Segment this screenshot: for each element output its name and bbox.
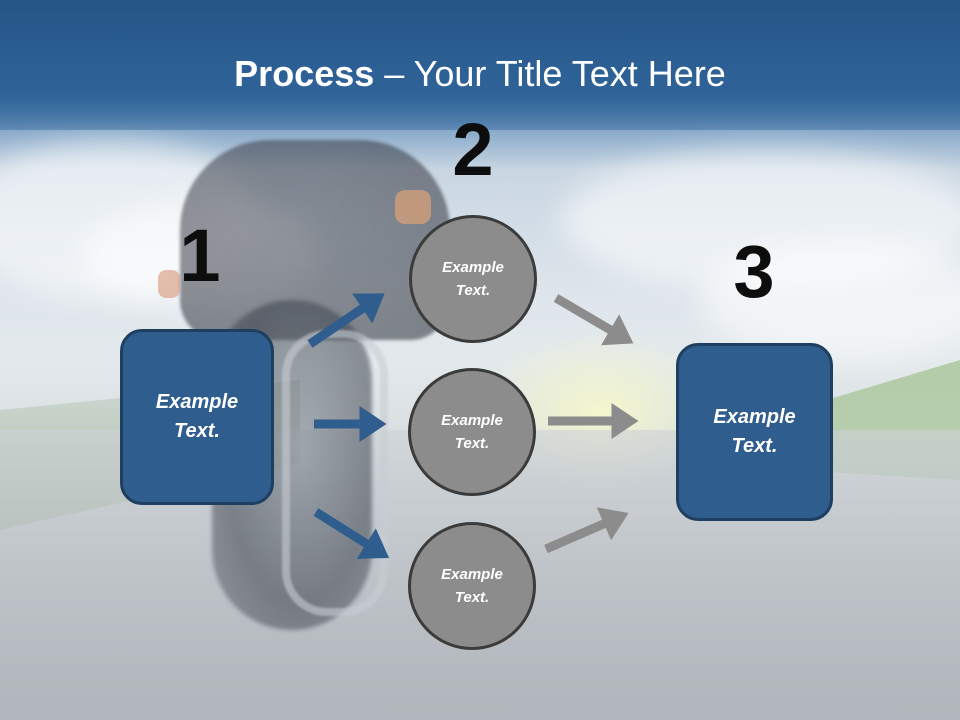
process-circle-middle[interactable]: Example Text. [408, 368, 536, 496]
step-number-1: 1 [179, 214, 221, 297]
arrow-to-top [307, 293, 385, 348]
process-circle-bottom-label: Example Text. [441, 566, 503, 606]
process-box-start-label: Example Text. [155, 391, 239, 442]
process-circle-top[interactable]: Example Text. [409, 215, 537, 343]
step-number-3: 3 [733, 230, 775, 313]
step-number-2: 2 [452, 108, 494, 191]
title-band [0, 0, 960, 130]
title-bold: Process [234, 53, 375, 94]
process-circle-middle-label: Example Text. [441, 412, 503, 452]
slide-title: Process – Your Title Text Here [0, 52, 960, 96]
arrow-from-top [553, 294, 634, 346]
process-box-start[interactable]: Example Text. [120, 329, 274, 505]
process-circle-top-label: Example Text. [442, 259, 504, 299]
arrow-to-bottom [313, 508, 390, 559]
arrow-from-bottom [544, 507, 629, 554]
process-circle-bottom[interactable]: Example Text. [408, 522, 536, 650]
process-box-end[interactable]: Example Text. [676, 343, 833, 521]
process-box-end-label: Example Text. [713, 406, 796, 457]
title-rest: – Your Title Text Here [374, 53, 726, 94]
